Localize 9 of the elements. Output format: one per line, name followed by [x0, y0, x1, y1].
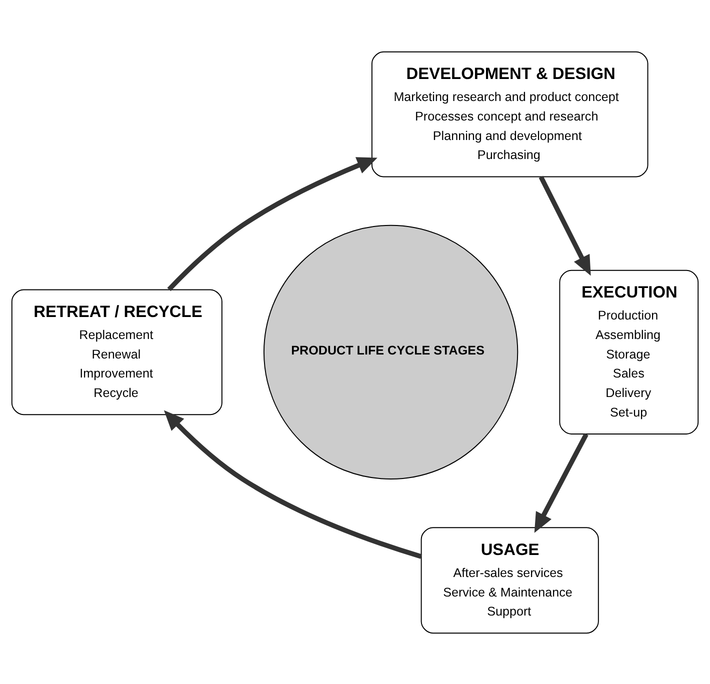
node-box: RETREAT / RECYCLE Replacement Renewal Improvement Recycle	[11, 288, 222, 415]
node-box: DEVELOPMENT & DESIGN Marketing research and product concept Processes concept and research Planning and development Purchasing	[371, 50, 648, 177]
arrow	[164, 410, 422, 558]
node-box: EXECUTION Production Assembling Storage Sales Delivery Set-up	[559, 269, 699, 434]
arrow	[538, 175, 591, 276]
arrow	[534, 432, 588, 532]
arrow	[167, 156, 378, 291]
node-box: USAGE After-sales services Service & Maintenance Support	[420, 526, 599, 634]
node-circle: PRODUCT LIFE CYCLE STAGES	[263, 224, 518, 479]
